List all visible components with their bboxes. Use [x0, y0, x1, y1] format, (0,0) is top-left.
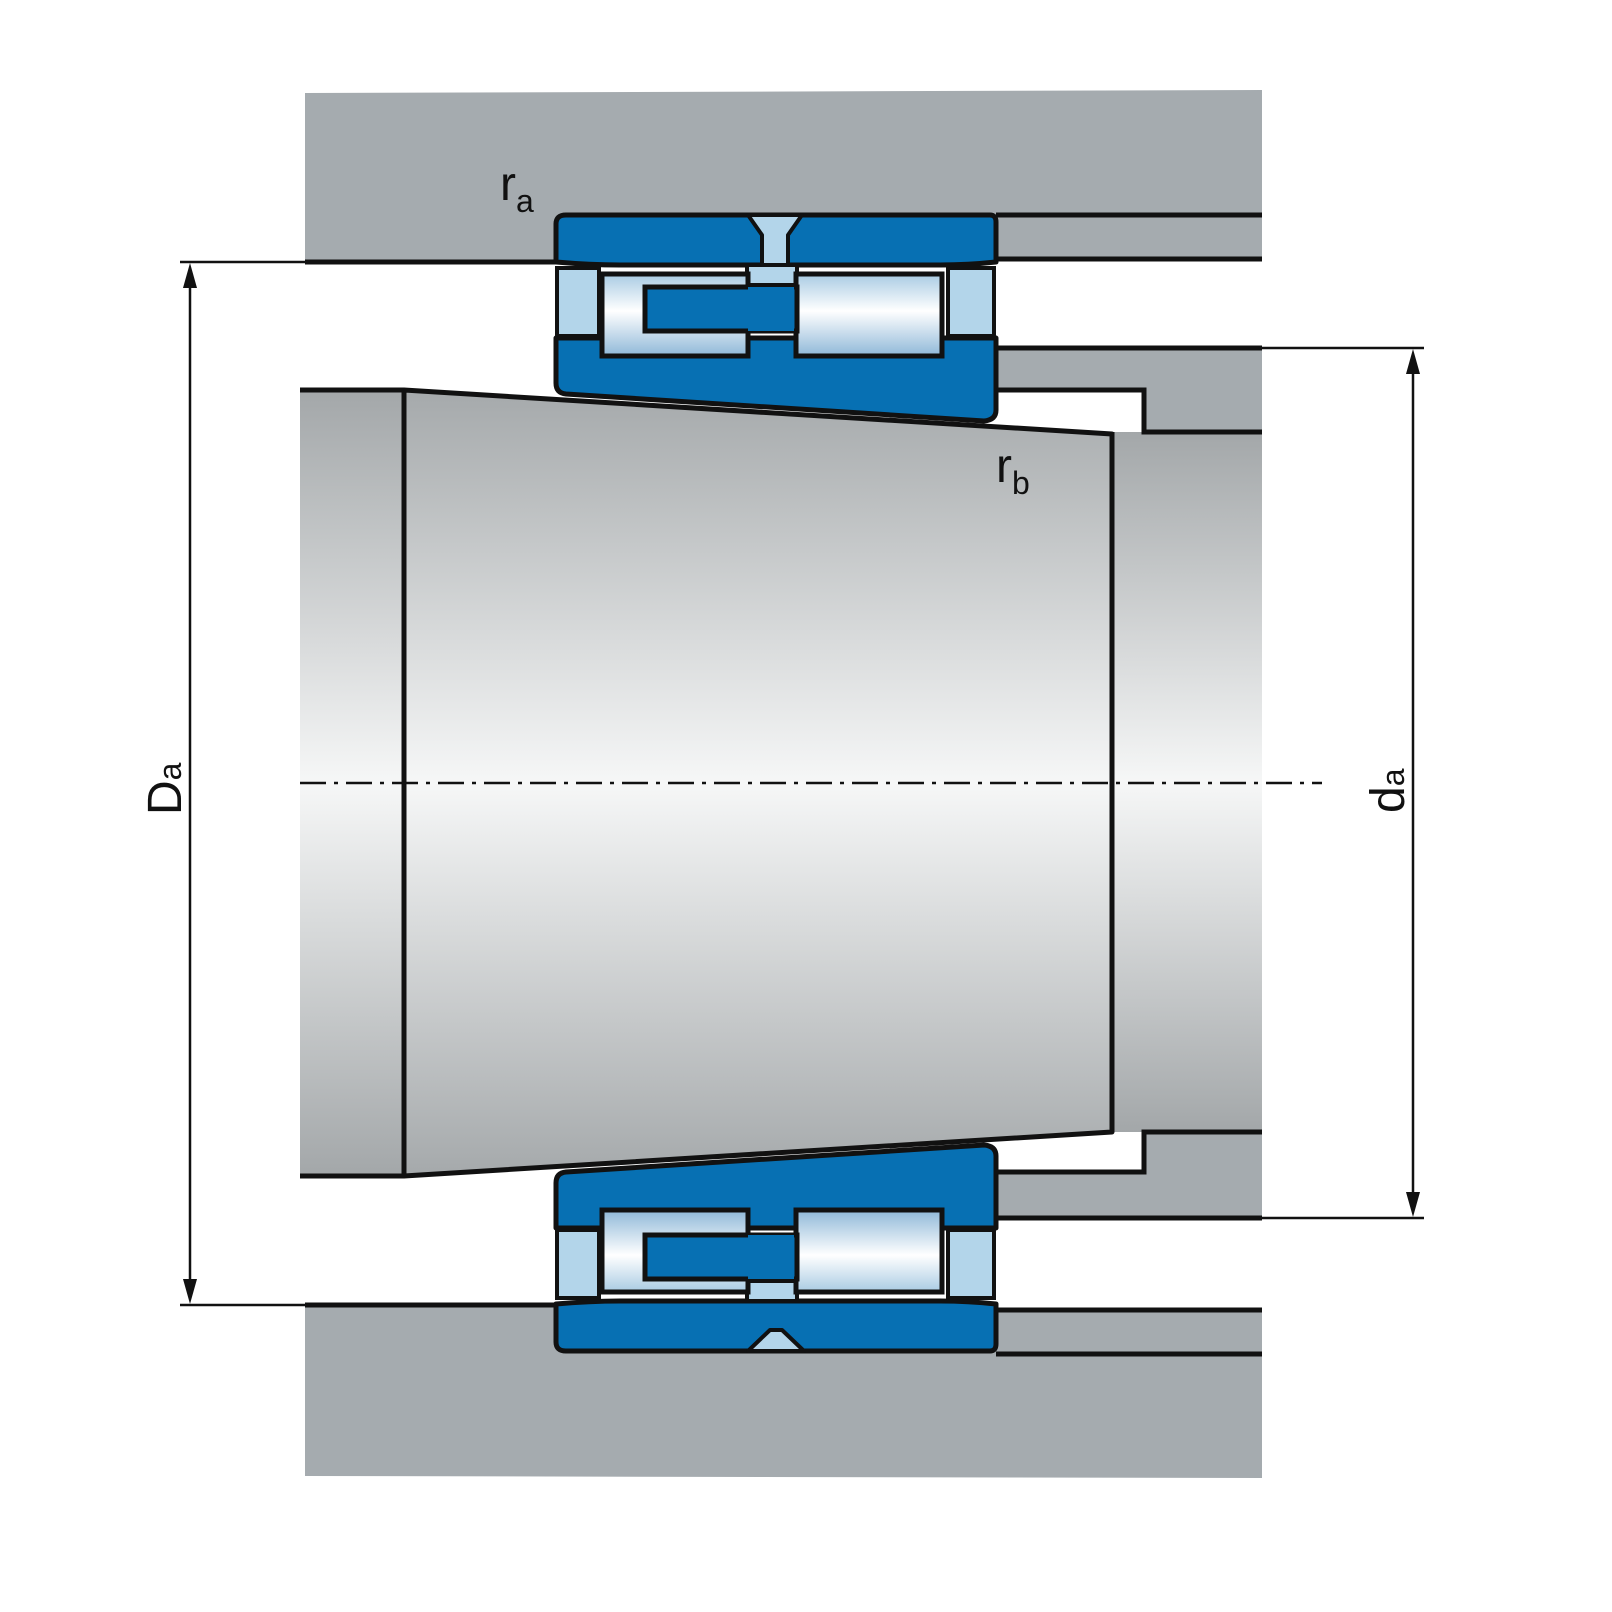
outline-lines	[300, 212, 1262, 1357]
label-Da-sub: a	[152, 762, 188, 780]
label-rb-sub: b	[1012, 465, 1030, 501]
housing	[305, 90, 1262, 1478]
lubrication-hole-top	[746, 213, 804, 267]
label-Da-main: D	[139, 780, 192, 815]
label-rb: rb	[996, 440, 1030, 501]
dimension-Da	[180, 260, 305, 1307]
label-da-main: d	[1362, 786, 1415, 813]
label-ra-sub: a	[516, 183, 534, 219]
bearing-lower-section	[556, 1145, 996, 1351]
label-da: da	[1362, 768, 1415, 813]
label-da-sub: a	[1375, 768, 1411, 786]
label-ra: ra	[500, 158, 534, 219]
label-ra-main: r	[500, 158, 516, 211]
dimension-da	[1262, 346, 1424, 1220]
label-Da: Da	[139, 762, 192, 815]
label-rb-main: r	[996, 440, 1012, 493]
lubrication-groove-bottom	[746, 1328, 806, 1353]
